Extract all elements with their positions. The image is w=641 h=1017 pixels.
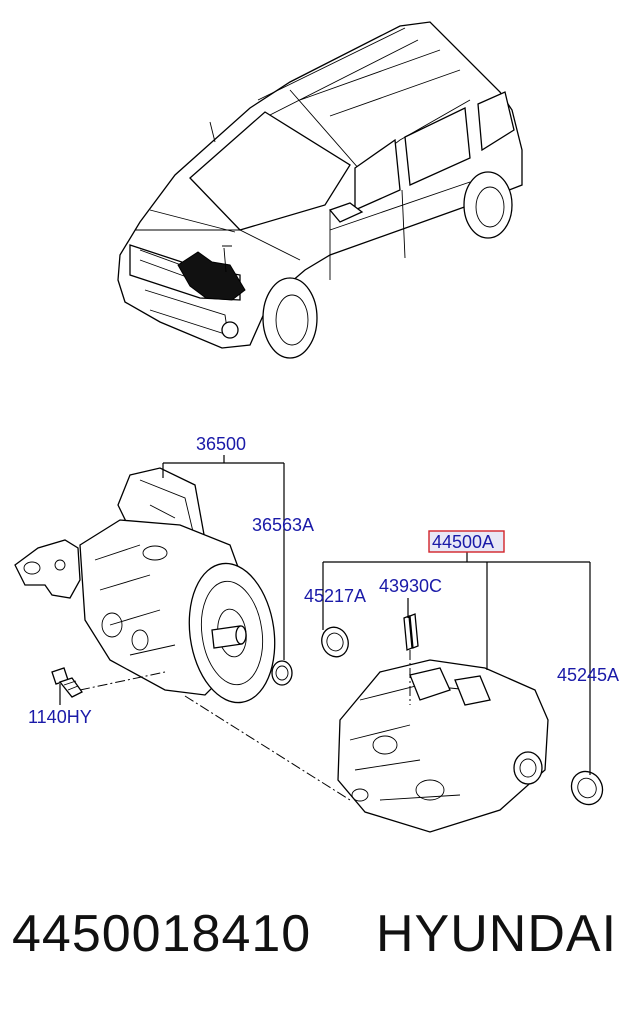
footer: 4450018410 HYUNDAI <box>0 900 641 980</box>
part-number: 4450018410 <box>12 905 312 963</box>
motor-assembly <box>14 467 276 704</box>
label-44500a[interactable]: 44500A <box>432 532 494 552</box>
bolt-1140hy-part <box>51 667 83 698</box>
brand-name: HYUNDAI <box>376 905 618 963</box>
seal-36563a-part <box>271 660 293 686</box>
seal-45217a-part <box>321 626 349 658</box>
highlight-box <box>428 530 505 553</box>
label-45245a: 45245A <box>557 665 619 685</box>
part-labels: 36500 36563A 44500A 45217A 43930C 45245A… <box>28 434 619 727</box>
pin-43930c-part <box>403 613 419 651</box>
label-36563a: 36563A <box>252 515 314 535</box>
label-1140hy: 1140HY <box>28 707 92 727</box>
leader-lines <box>59 455 591 801</box>
label-45217a: 45217A <box>304 586 366 606</box>
reducer-assembly <box>337 659 549 833</box>
vehicle-illustration <box>117 21 523 359</box>
label-36500: 36500 <box>196 434 246 454</box>
parts-diagram: 36500 36563A 44500A 45217A 43930C 45245A… <box>14 21 619 833</box>
seal-45245a-part <box>570 770 604 806</box>
label-43930c: 43930C <box>379 576 442 596</box>
